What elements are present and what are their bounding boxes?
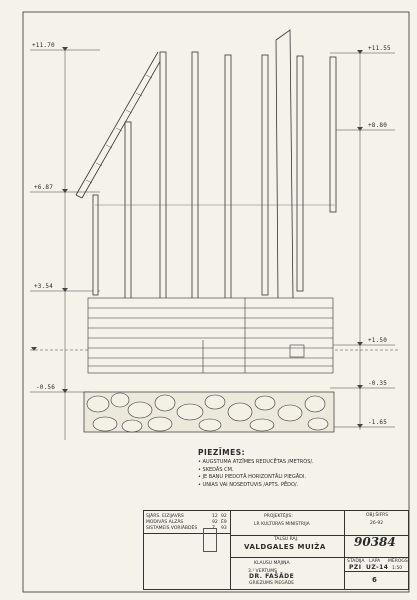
tb-cell: 93 — [221, 526, 227, 531]
level-label: +11.55 — [368, 45, 391, 52]
tb-section: 3.¹ VERTUMS — [248, 569, 278, 574]
tb-cell: Ē9 — [221, 520, 227, 525]
level-label: -0.56 — [36, 384, 56, 391]
tb-stage: PZI — [349, 564, 362, 571]
tb-institution: PROJEKTĒJIS: — [264, 514, 293, 519]
level-triangles-left — [31, 47, 68, 393]
level-markers-left — [30, 49, 400, 440]
tb-sheet-mark: 6 — [372, 576, 378, 584]
tb-section-name: DR. FAŠĀDE — [249, 573, 295, 580]
level-markers-right — [330, 52, 395, 430]
tb-scale: 1:50 — [392, 566, 403, 571]
note-item: UNIAS VAI NOSEDTUVIS /APTS. PĒDO/. — [198, 482, 408, 490]
log-wall — [87, 297, 334, 374]
tb-row: SJĀRS. EIZIJAVRS — [146, 514, 184, 519]
tb-row: MODIVĀS ALZĀS — [146, 520, 184, 525]
tb-sheet: UZ-14 — [366, 564, 389, 571]
tb-col-header: STADIJA — [347, 559, 365, 564]
level-label: +11.70 — [32, 42, 55, 49]
roof-rafter — [75, 51, 163, 199]
tb-ministry: LR KULTŪRAS MINISTRIJA — [254, 522, 310, 527]
sheet-frame — [22, 11, 410, 593]
tb-row: SISTAMEIS VORIĀBDĒS — [146, 526, 198, 531]
tb-county: TALSU RAJ. — [274, 537, 299, 542]
tb-code-value: 26-92 — [370, 521, 384, 526]
vertical-posts — [92, 51, 337, 303]
tb-subtitle: GRIEZUMS PIEGĀDE — [249, 581, 295, 586]
level-triangles-right — [357, 50, 363, 428]
stamp — [203, 528, 217, 552]
notes-block: PIEZĪMES: AUGSTUMA ATZĪMES REDUCĒTAS /ME… — [198, 448, 408, 489]
level-label: +3.54 — [34, 283, 54, 290]
tb-col-header: MĒROGS — [388, 559, 408, 564]
level-label: -0.35 — [368, 380, 388, 387]
tb-project: VALDGALES MUIŽA — [244, 543, 326, 551]
tb-drawing-number: 90384 — [354, 535, 396, 549]
level-label: +1.50 — [368, 337, 388, 344]
tb-code-label: OBJ.ŠIFRS — [366, 513, 389, 518]
tb-cell: 92 — [212, 520, 218, 525]
leaning-post — [275, 29, 294, 301]
tb-cell: 12 — [212, 514, 218, 519]
tb-cell: 92 — [221, 514, 227, 519]
stone-foundation — [83, 391, 335, 433]
tb-building: KLAUSU MĀJIŅA — [254, 561, 290, 566]
tb-col-header: LAPA — [369, 559, 381, 564]
level-label: +6.87 — [34, 184, 54, 191]
level-label: -1.65 — [368, 419, 388, 426]
notes-title: PIEZĪMES: — [198, 448, 246, 457]
title-block: SJĀRS. EIZIJAVRS MODIVĀS ALZĀS SISTAMEIS… — [143, 510, 409, 590]
note-item: AUGSTUMA ATZĪMES REDUCĒTAS /METROS/. — [198, 459, 408, 467]
note-item: SKEDĀS CM. — [198, 467, 408, 475]
roof-rafter-hatch — [85, 74, 153, 184]
note-item: JE BAŅU PIEDOTĀ HORIZONTĀLI PIEGĀDI. — [198, 474, 408, 482]
level-label: +8.80 — [368, 122, 388, 129]
